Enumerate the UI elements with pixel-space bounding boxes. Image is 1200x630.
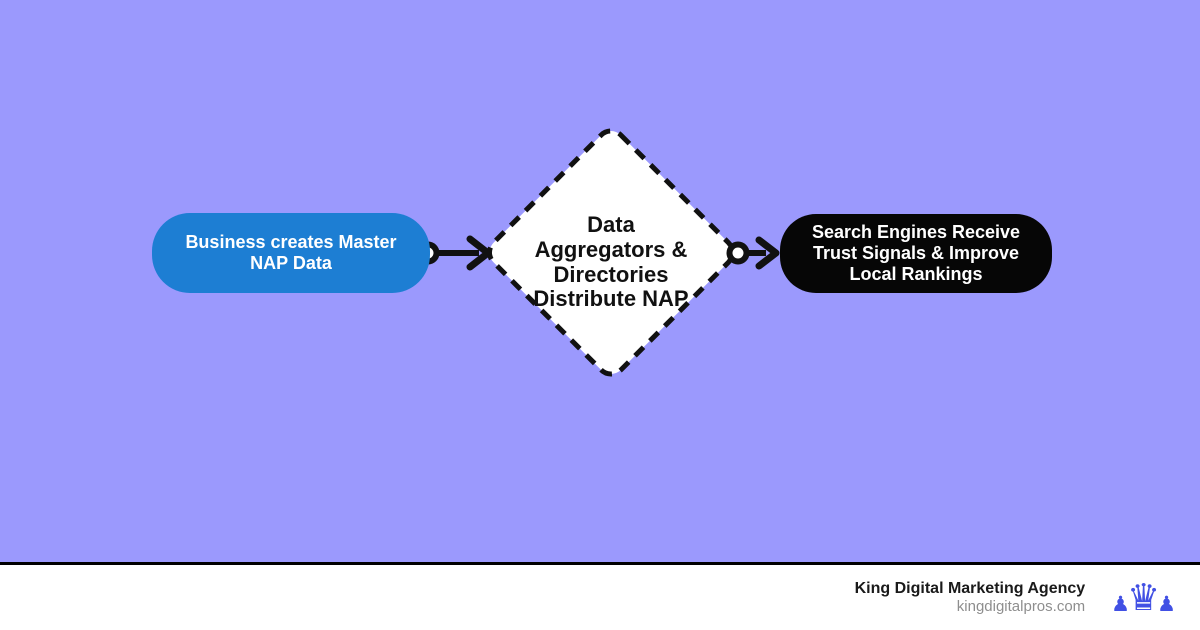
- chess-queen-icon: ♛: [1127, 576, 1161, 619]
- arrowhead-icon: [755, 236, 780, 270]
- node-start-label: Business creates Master NAP Data: [185, 232, 397, 273]
- connector-origin-dot: [726, 241, 750, 265]
- node-data-aggregators-directories: Data Aggregators & Directories Distribut…: [501, 205, 721, 320]
- brand-text-block: King Digital Marketing Agency kingdigita…: [855, 579, 1086, 616]
- diagram-shape-layer: [416, 128, 780, 377]
- arrowhead-icon: [466, 235, 492, 271]
- footer-branding-bar: King Digital Marketing Agency kingdigita…: [0, 562, 1200, 630]
- diamond-node-shape: [487, 128, 735, 377]
- node-business-creates-master-nap: Business creates Master NAP Data: [152, 213, 430, 293]
- chess-king-logo-icon: ♟ ♛ ♟: [1111, 579, 1176, 616]
- node-end-label: Search Engines Receive Trust Signals & I…: [811, 221, 1021, 285]
- connector-process-to-end: [726, 236, 780, 270]
- node-process-label: Data Aggregators & Directories Distribut…: [533, 211, 689, 312]
- brand-domain: kingdigitalpros.com: [956, 598, 1086, 616]
- chess-pawn-icon: ♟: [1111, 592, 1130, 616]
- brand-name: King Digital Marketing Agency: [854, 579, 1086, 597]
- node-search-engines-trust-signals: Search Engines Receive Trust Signals & I…: [780, 214, 1052, 293]
- chess-pawn-icon: ♟: [1157, 592, 1176, 616]
